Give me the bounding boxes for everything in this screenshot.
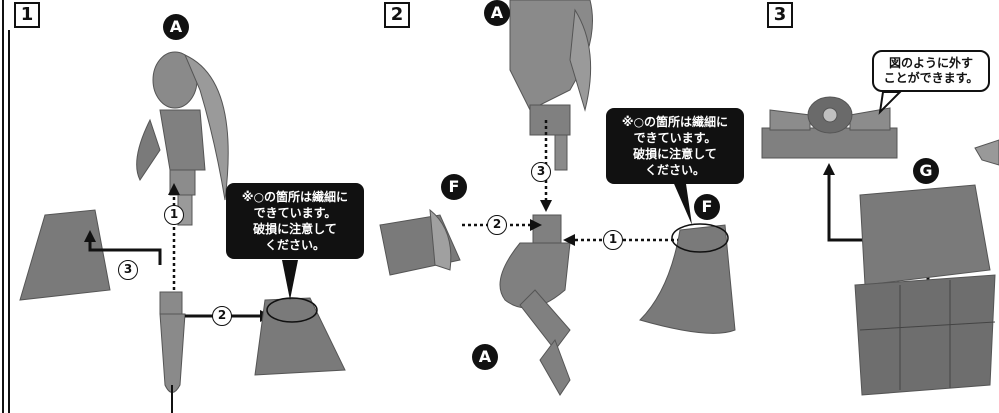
- order-number-3-step2: 3: [531, 162, 551, 182]
- small-part-edge: [974, 139, 999, 166]
- step2-illustration: [379, 0, 736, 396]
- fragile-note-step1: ※○の箇所は繊細に できています。 破損に注意して ください。: [226, 183, 364, 259]
- order-number-1-step2: 1: [603, 230, 623, 250]
- part-label-f-right: F: [694, 194, 720, 220]
- upper-body-part-a: [509, 0, 593, 171]
- leg-piece: [159, 291, 186, 393]
- skirt-part-right: [254, 297, 346, 376]
- part-label-f-left: F: [441, 174, 467, 200]
- detach-callout: 図のように外す ことができます。: [872, 50, 990, 92]
- order-number-2-step1: 2: [212, 306, 232, 326]
- step-number-3: 3: [767, 2, 793, 28]
- skirt-part-left: [19, 209, 111, 301]
- highlight-ring-icon: [671, 223, 729, 253]
- step3-illustration: [761, 91, 999, 396]
- part-label-a-step2-bottom: A: [472, 344, 498, 370]
- order-number-1-step1: 1: [164, 205, 184, 225]
- part-label-a-step1: A: [163, 14, 189, 40]
- left-border-rule: [2, 0, 10, 413]
- cape-part-right: [639, 224, 736, 334]
- order-number-2-step2: 2: [487, 215, 507, 235]
- order-number-3-step1: 3: [118, 260, 138, 280]
- part-label-g: G: [913, 158, 939, 184]
- highlight-ring-icon: [266, 297, 318, 323]
- step-number-2: 2: [384, 2, 410, 28]
- upper-body-part-a: [136, 51, 229, 226]
- treasure-chest-part-g: [854, 184, 996, 396]
- legs-part: [499, 214, 571, 396]
- fragile-note-step2: ※○の箇所は繊細に できています。 破損に注意して ください。: [606, 108, 744, 184]
- chest-lid-part: [761, 96, 898, 159]
- part-label-a-step2-top: A: [484, 0, 510, 26]
- step-number-1: 1: [14, 2, 40, 28]
